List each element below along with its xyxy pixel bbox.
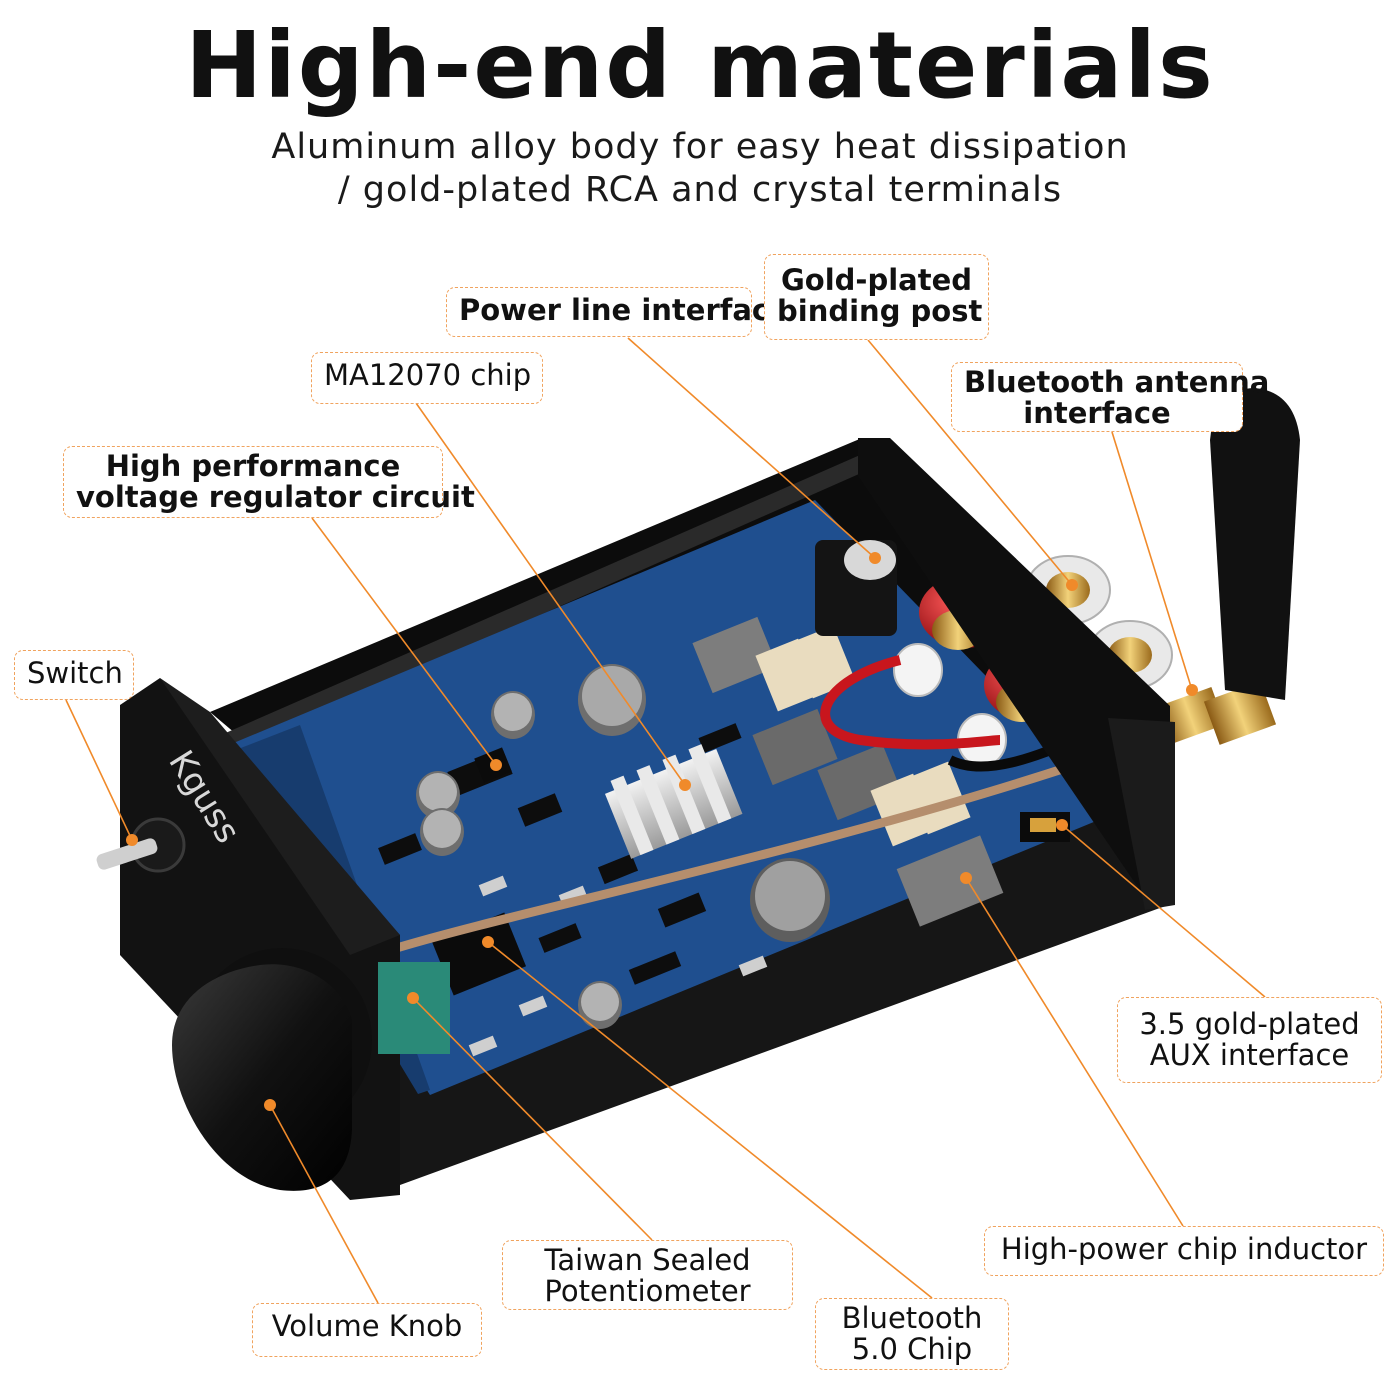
toggle-switch xyxy=(96,817,186,873)
subtitle-line-2: / gold-plated RCA and crystal terminals xyxy=(337,170,1063,210)
leader-lines xyxy=(65,337,1266,1304)
chassis-top-edge xyxy=(205,455,868,760)
antenna xyxy=(1210,388,1300,700)
page-title: High-end materials xyxy=(185,12,1215,119)
callout-aux-interface: 3.5 gold-plated AUX interface xyxy=(1117,997,1382,1083)
callout-volume-knob: Volume Knob xyxy=(252,1303,482,1357)
right-end-plate xyxy=(858,438,1170,905)
callout-gold-plated-binding-post: Gold-plated binding post xyxy=(764,254,989,340)
film-capacitors xyxy=(755,625,971,847)
capacitors xyxy=(416,664,830,1029)
callout-taiwan-sealed-potentiometer: Taiwan Sealed Potentiometer xyxy=(502,1240,793,1310)
callout-bluetooth-antenna-interface: Bluetooth antenna interface xyxy=(951,362,1269,432)
heatsink xyxy=(604,744,743,859)
leader-dots xyxy=(126,552,1198,1111)
page-subtitle: Aluminum alloy body for easy heat dissip… xyxy=(0,126,1400,212)
callout-ma12070-chip: MA12070 chip xyxy=(311,352,543,404)
red-wire xyxy=(820,655,1001,750)
callout-bluetooth-chip: Bluetooth 5.0 Chip xyxy=(815,1298,1009,1370)
callout-voltage-regulator-circuit: High performance voltage regulator circu… xyxy=(63,446,475,518)
subtitle-line-1: Aluminum alloy body for easy heat dissip… xyxy=(271,127,1129,167)
callout-switch: Switch xyxy=(14,650,134,700)
potentiometer-body xyxy=(378,962,450,1054)
callout-high-power-chip-inductor: High-power chip inductor xyxy=(984,1226,1384,1276)
antenna-cable xyxy=(388,755,1092,955)
callout-power-line-interface: Power line interface xyxy=(446,287,789,337)
